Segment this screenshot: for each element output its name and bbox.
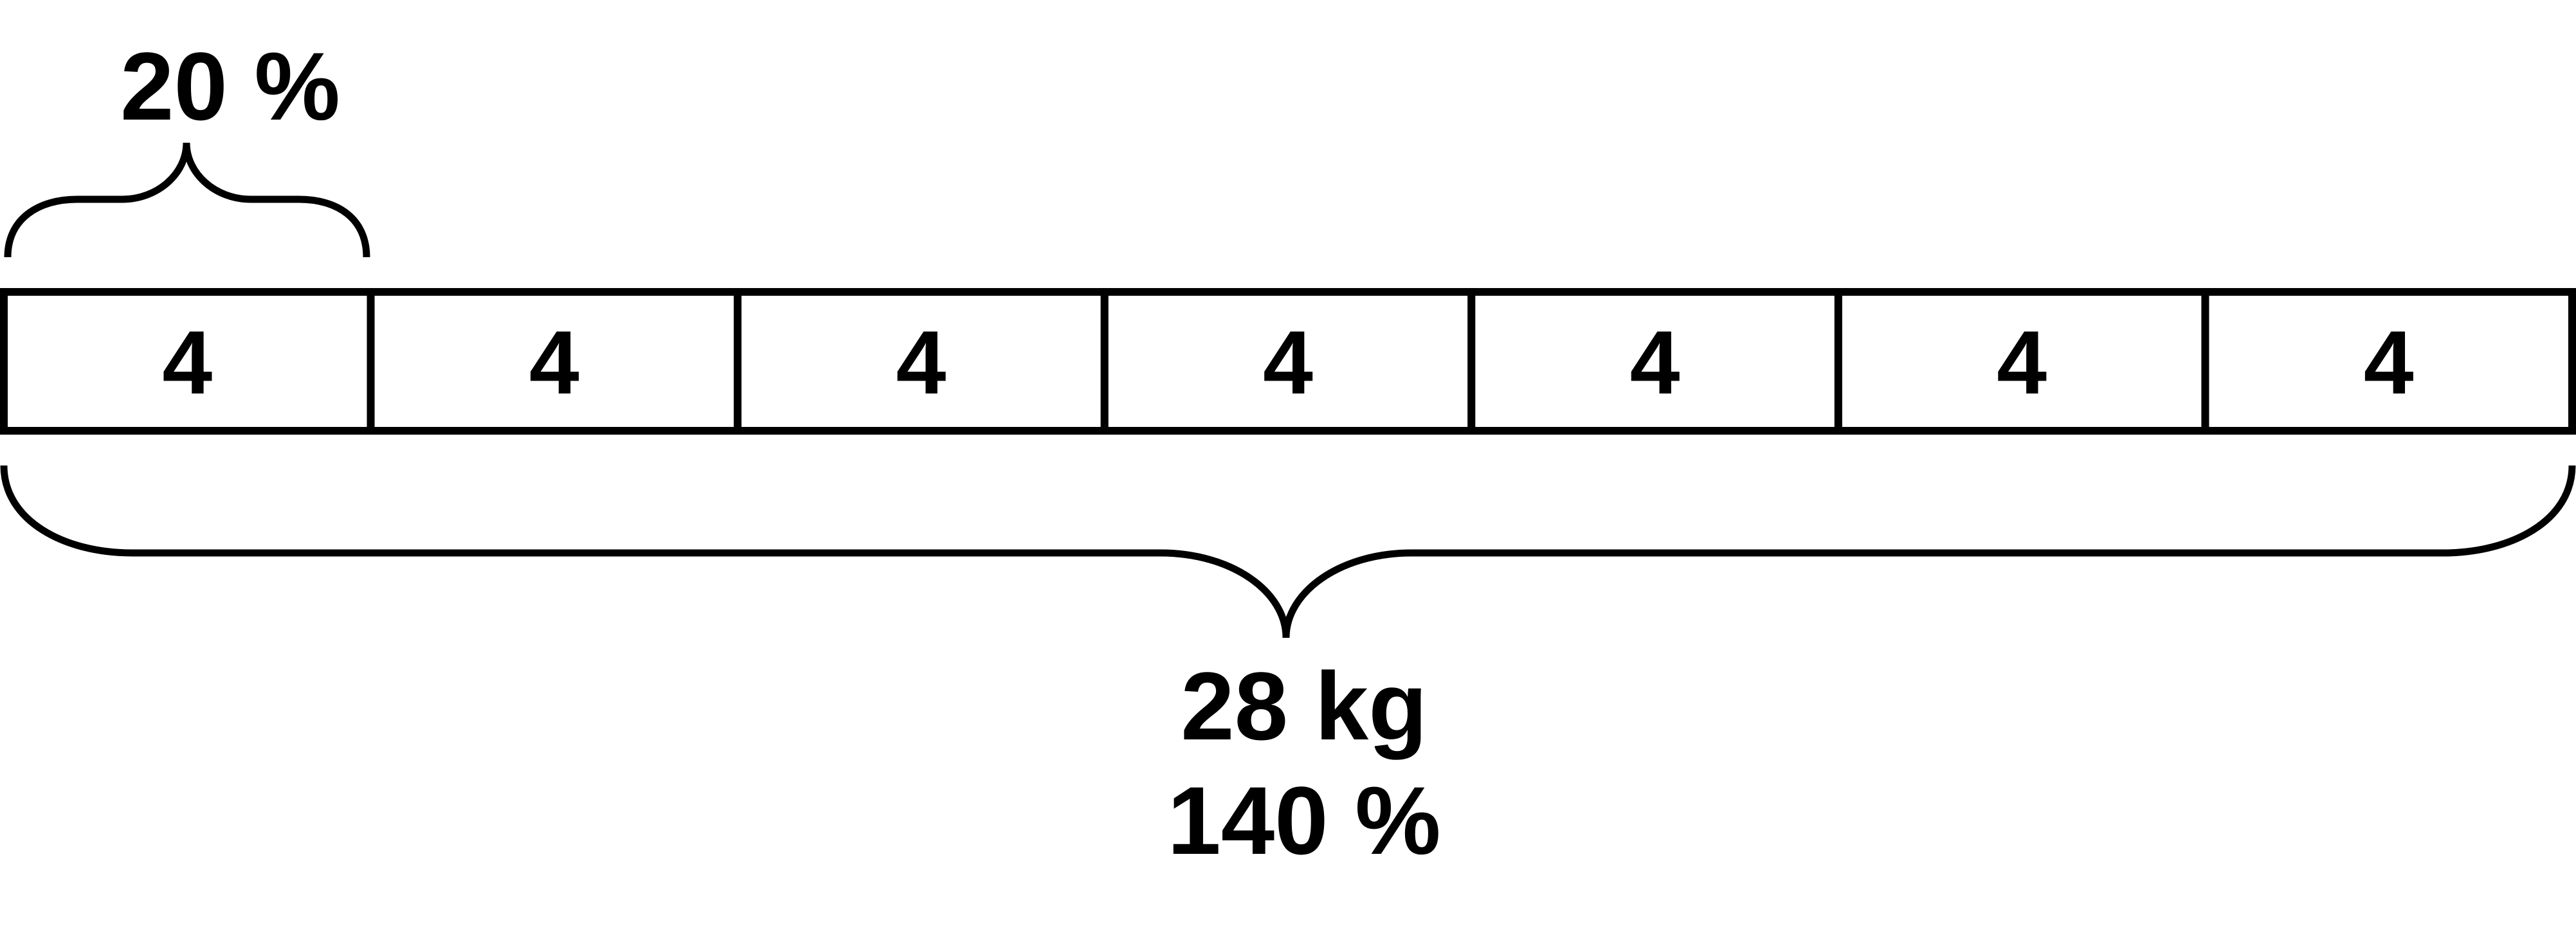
segment-value: 4: [1630, 312, 1680, 413]
segment-value: 4: [529, 312, 579, 413]
total-brace: [0, 465, 2576, 638]
segment-box: [367, 288, 742, 435]
segment-box: [1834, 288, 2209, 435]
segment-brace: [4, 142, 370, 258]
segment-box: [1467, 288, 1842, 435]
segment-value: 4: [2364, 312, 2414, 413]
segment-value: 4: [896, 312, 946, 413]
segment-box: [2201, 288, 2576, 435]
segment-value: 4: [1997, 312, 2047, 413]
segment-row: 4 4 4 4 4 4 4: [0, 288, 2576, 435]
total-percent-label: 140 %: [1167, 766, 1440, 874]
segment-box: [0, 288, 375, 435]
segment-value: 4: [1263, 312, 1313, 413]
segment-value: 4: [162, 312, 212, 413]
segment-percent-label: 20 %: [120, 32, 340, 140]
segment-box: [734, 288, 1109, 435]
total-mass-label: 28 kg: [1181, 652, 1428, 760]
